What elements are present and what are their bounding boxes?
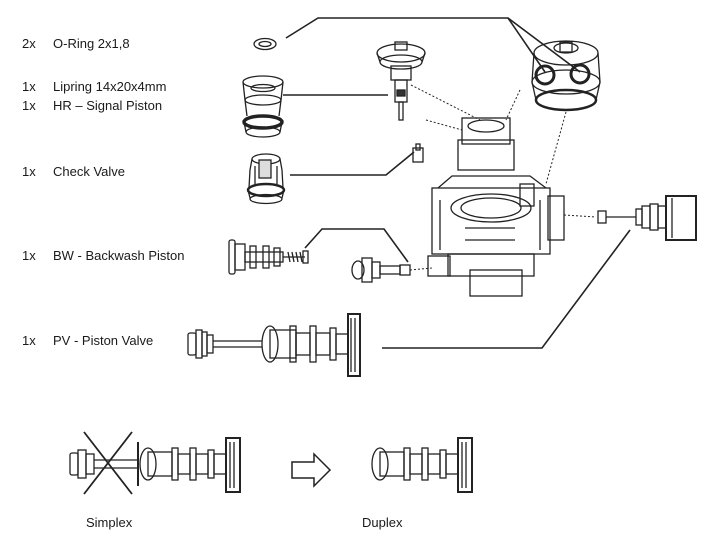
- duplex-piston-icon: [371, 437, 473, 493]
- cross-out-mark: [83, 431, 133, 495]
- conversion-arrow-icon: [291, 452, 332, 488]
- check-valve-icon: [246, 153, 286, 205]
- part-name: Check Valve: [53, 164, 126, 179]
- part-name: O-Ring 2x1,8: [53, 36, 130, 51]
- part-qty: 1x: [22, 333, 36, 348]
- assembly-guide-lines: [409, 84, 597, 271]
- injector-assembly-icon: [597, 195, 697, 241]
- o-ring-icon: [253, 37, 277, 51]
- part-name: PV - Piston Valve: [53, 333, 154, 348]
- small-check-valve-icon: [412, 143, 424, 163]
- simplex-caption: Simplex: [86, 515, 133, 530]
- part-qty: 1x: [22, 98, 36, 113]
- pilot-valve-icon: [376, 41, 426, 121]
- part-qty: 1x: [22, 79, 36, 94]
- part-name: BW - Backwash Piston: [53, 248, 185, 263]
- valve-housing-icon: [427, 117, 565, 297]
- simplex-piston-icon: [69, 437, 241, 493]
- lipring-piston-cup-icon: [242, 75, 284, 138]
- duplex-caption: Duplex: [362, 515, 403, 530]
- backwash-assembled-icon: [351, 257, 411, 283]
- part-qty: 2x: [22, 36, 36, 51]
- part-name: HR – Signal Piston: [53, 98, 163, 113]
- cover-cap-icon: [531, 40, 601, 112]
- part-name: Lipring 14x20x4mm: [53, 79, 167, 94]
- piston-valve-icon: [187, 313, 361, 377]
- backwash-piston-icon: [228, 239, 309, 275]
- leader-lines: [283, 17, 631, 349]
- part-qty: 1x: [22, 164, 36, 179]
- part-qty: 1x: [22, 248, 36, 263]
